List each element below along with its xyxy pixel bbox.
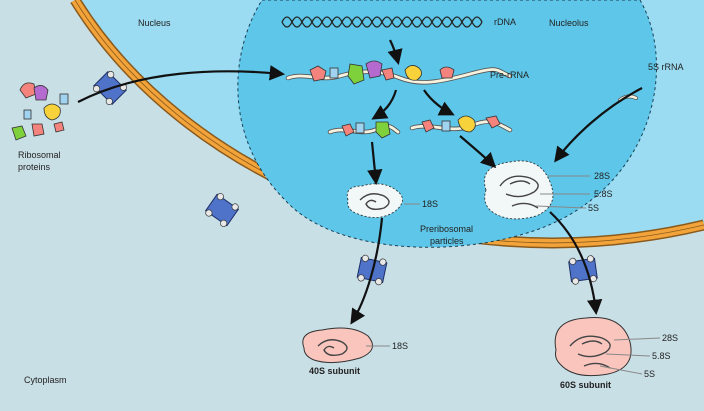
protein-yellow-1 (404, 65, 422, 81)
protein-purple-1 (365, 60, 383, 79)
pre-rrna-strand (285, 67, 513, 85)
particle-28s-label: 28S (594, 171, 610, 181)
preribosomal-particle-large (484, 160, 554, 220)
rdna-helix (281, 16, 483, 28)
ribosomal-proteins-label-line1: Ribosomal (18, 150, 61, 160)
preribosomal-label-line2: particles (430, 236, 464, 246)
preribosomal-label-line1: Preribosomal (420, 224, 473, 234)
particle-5s-label: 5S (588, 203, 599, 213)
subunit-60s-label: 60S subunit (560, 380, 611, 390)
subunit-40s-label: 40S subunit (309, 366, 360, 376)
protein-pink-2 (381, 67, 395, 81)
subunit-40s-18s-label: 18S (392, 341, 408, 351)
subunit-60s-shape (554, 317, 632, 377)
protein-pink-3 (439, 66, 455, 79)
nuclear-pore-2 (204, 193, 240, 227)
protein-blue-1 (329, 67, 339, 79)
nucleus-label: Nucleus (138, 18, 171, 28)
preribosomal-particle-18s (346, 183, 403, 218)
subunit-60s-58s-label: 5.8S (652, 351, 671, 361)
subunit-60s-5s-label: 5S (644, 369, 655, 379)
subunit-60s-28s-label: 28S (662, 333, 678, 343)
ribosomal-proteins-label-line2: proteins (18, 162, 51, 172)
five-s-rrna-label: 5S rRNA (648, 62, 684, 72)
subunit-40s-shape (302, 327, 373, 364)
pre-rrna-label: Pre-rRNA (490, 70, 529, 80)
intermediate-18s-precursor (327, 121, 401, 139)
protein-pink-1 (309, 65, 327, 82)
free-ribosomal-proteins (11, 82, 69, 141)
process-arrows (77, 39, 643, 325)
cytoplasm-label: Cytoplasm (24, 375, 67, 385)
particle-18s-label: 18S (422, 199, 438, 209)
nuclear-pore-4 (568, 255, 598, 285)
leader-lines (366, 175, 661, 375)
rdna-label: rDNA (494, 17, 516, 27)
protein-green-1 (347, 63, 365, 85)
nucleolus-label: Nucleolus (549, 18, 589, 28)
particle-58s-label: 5.8S (594, 189, 613, 199)
intermediate-28s-precursor (409, 115, 513, 133)
